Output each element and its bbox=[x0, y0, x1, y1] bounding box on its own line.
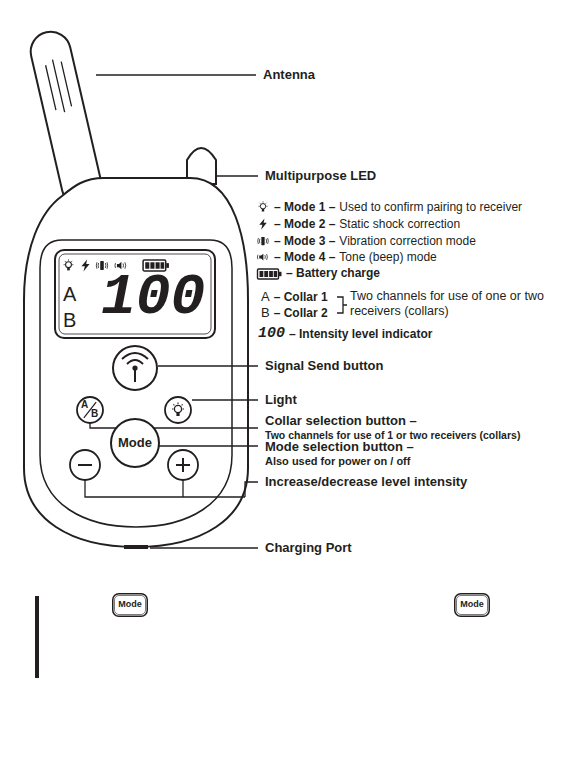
button-label: Mode bbox=[460, 600, 484, 610]
channel-letter: A bbox=[261, 289, 270, 305]
tone-icon bbox=[257, 254, 267, 261]
indicator-name: – Intensity level indicator bbox=[289, 327, 432, 341]
transmitter-body bbox=[24, 178, 248, 547]
collar-select-button: AB bbox=[76, 396, 104, 424]
mode-button-icon: Mode bbox=[454, 593, 490, 617]
pair-icon bbox=[259, 201, 268, 211]
part-name: Light bbox=[265, 392, 297, 408]
lcd-screen bbox=[55, 250, 215, 338]
indicator-name: – Battery charge bbox=[286, 266, 380, 280]
mode-button-icon: Mode bbox=[112, 593, 148, 617]
part-name: Multipurpose LED bbox=[265, 168, 376, 184]
button-letter: B bbox=[91, 409, 98, 419]
node-outline bbox=[76, 396, 104, 424]
channel-letter: A bbox=[63, 284, 76, 304]
mode-name: – Mode 4 – bbox=[274, 250, 335, 264]
mode-description: Static shock correction bbox=[339, 217, 460, 231]
channel-letter: B bbox=[261, 305, 270, 321]
part-name: Mode selection button – bbox=[265, 439, 414, 455]
button-label: Mode bbox=[118, 600, 142, 610]
mode-name: – Mode 1 – bbox=[274, 200, 335, 214]
mode-description: Used to confirm pairing to receiver bbox=[339, 200, 522, 214]
charging-port bbox=[124, 545, 148, 549]
mode-button: Mode bbox=[110, 418, 160, 468]
signal-send-button bbox=[113, 346, 157, 390]
decrease-button bbox=[70, 450, 100, 480]
part-note: Also used for power on / off bbox=[265, 455, 410, 468]
collar-name: – Collar 2 bbox=[274, 306, 328, 320]
channel-letter: B bbox=[63, 310, 76, 330]
shock-icon bbox=[259, 218, 267, 229]
button-letter: A bbox=[81, 400, 88, 410]
face-panel bbox=[40, 240, 232, 527]
mode-name: – Mode 2 – bbox=[274, 217, 335, 231]
lcd-readout: AB 100 bbox=[55, 250, 215, 338]
part-name: Charging Port bbox=[265, 540, 352, 556]
pair-icon bbox=[64, 259, 74, 270]
vibration-icon bbox=[258, 237, 269, 245]
shock-icon bbox=[81, 259, 89, 271]
battery-icon bbox=[258, 269, 282, 279]
increase-button bbox=[168, 450, 198, 480]
mode-description: Tone (beep) mode bbox=[339, 250, 436, 264]
intensity-sample: 100 bbox=[258, 325, 285, 343]
intensity-digits: 100 bbox=[101, 269, 205, 327]
note-bar bbox=[35, 596, 39, 678]
mode-name: – Mode 3 – bbox=[274, 234, 335, 248]
button-label: Mode bbox=[118, 436, 152, 450]
mode-description: Vibration correction mode bbox=[339, 234, 476, 248]
lcd-inner bbox=[59, 254, 211, 334]
channel-note: Two channels for use of one or two recei… bbox=[350, 289, 574, 319]
part-name: Signal Send button bbox=[265, 358, 383, 374]
part-name: Antenna bbox=[263, 67, 315, 83]
collar-name: – Collar 1 bbox=[274, 290, 328, 304]
light-button bbox=[165, 397, 191, 423]
part-name: Increase/decrease level intensity bbox=[265, 474, 467, 490]
part-name: Collar selection button – bbox=[265, 413, 417, 429]
